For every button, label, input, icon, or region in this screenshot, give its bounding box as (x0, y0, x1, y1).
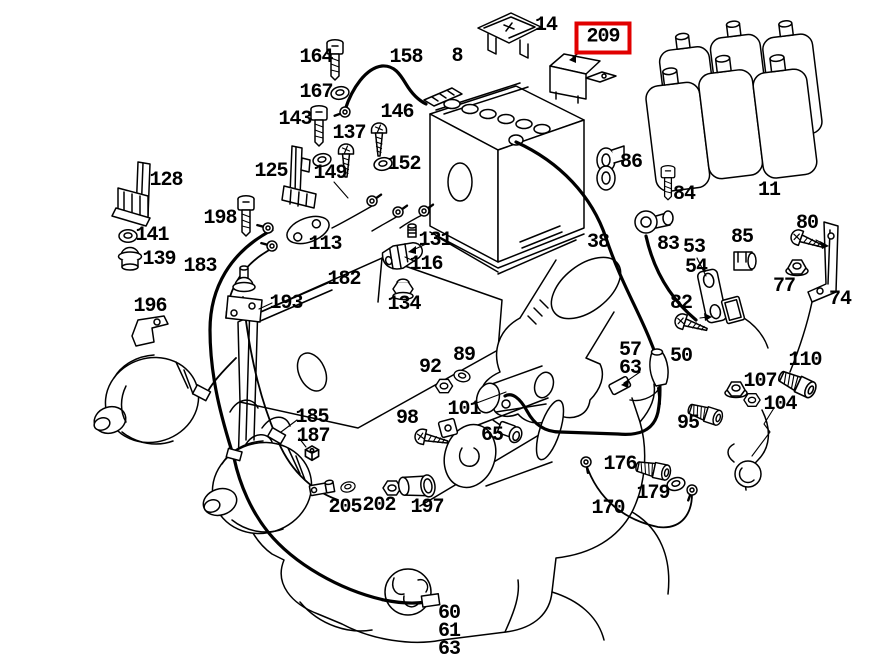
part-label-196: 196 (133, 295, 167, 318)
part-label-143: 143 (278, 108, 312, 131)
part-label-63: 63 (437, 638, 461, 661)
part-label-141: 141 (135, 224, 169, 247)
part-label-131: 131 (418, 229, 452, 252)
part-label-182: 182 (327, 268, 361, 291)
part-label-110: 110 (788, 349, 822, 372)
part-label-86: 86 (619, 151, 643, 174)
bracket-125-art (281, 145, 317, 209)
part-label-63: 63 (618, 357, 642, 380)
part-label-54: 54 (684, 256, 708, 279)
part-label-158: 158 (389, 46, 423, 69)
connector-box-art (720, 295, 746, 325)
pin-131-art (407, 223, 417, 238)
relay-art (549, 53, 617, 104)
part-label-116: 116 (409, 253, 443, 276)
part-label-98: 98 (395, 407, 419, 430)
part-label-128: 128 (149, 169, 183, 192)
engine-block-art (229, 256, 670, 644)
part-label-8: 8 (451, 45, 463, 68)
part-label-80: 80 (795, 212, 819, 235)
clip-85-art (733, 251, 757, 271)
part-label-101: 101 (447, 398, 481, 421)
part-label-146: 146 (380, 101, 414, 124)
part-label-60: 60 (437, 602, 461, 625)
part-label-95: 95 (676, 412, 700, 435)
terminal-cover-art (477, 12, 542, 59)
part-label-11: 11 (757, 179, 781, 202)
part-label-193: 193 (269, 292, 303, 315)
part-label-65: 65 (480, 424, 504, 447)
nut-101-art (437, 417, 459, 439)
part-label-14: 14 (534, 14, 558, 37)
part-label-113: 113 (308, 233, 342, 256)
terminal-205-art (308, 479, 336, 497)
bracket-128-art (111, 161, 151, 227)
part-label-38: 38 (586, 231, 610, 254)
part-label-50: 50 (669, 345, 693, 368)
part-label-134: 134 (387, 293, 421, 316)
part-label-149: 149 (313, 162, 347, 185)
part-label-89: 89 (452, 344, 476, 367)
part-label-164: 164 (299, 46, 333, 69)
part-label-92: 92 (418, 356, 442, 379)
plate-113-art (286, 215, 330, 245)
bracket-53-54-art (696, 268, 728, 324)
part-label-170: 170 (591, 497, 625, 520)
part-label-167: 167 (299, 81, 333, 104)
part-label-202: 202 (362, 494, 396, 517)
part-label-61: 61 (437, 620, 461, 643)
grommet-193-art (225, 265, 263, 323)
bracket-196-art (131, 315, 169, 347)
bracket-74-art (807, 221, 839, 303)
boot-50-art (649, 348, 669, 405)
part-label-107: 107 (743, 370, 777, 393)
part-label-85: 85 (730, 226, 754, 249)
engine-mount-art (727, 301, 813, 491)
part-label-74: 74 (828, 288, 852, 311)
part-label-137: 137 (332, 122, 366, 145)
part-label-139: 139 (142, 248, 176, 271)
elbow-197-art (397, 474, 436, 498)
part-label-152: 152 (387, 153, 421, 176)
battery-cell-pack-art (645, 20, 823, 192)
part-label-104: 104 (763, 393, 797, 416)
part-label-205: 205 (328, 496, 362, 519)
grommet-83-art (634, 210, 674, 234)
holder-86-art (596, 145, 625, 191)
part-label-197: 197 (410, 496, 444, 519)
part-label-84: 84 (672, 183, 696, 206)
connector-65-art (492, 419, 523, 444)
part-label-53: 53 (682, 236, 706, 259)
part-label-187: 187 (296, 425, 330, 448)
part-label-77: 77 (772, 275, 796, 298)
part-label-179: 179 (636, 482, 670, 505)
part-label-57: 57 (618, 339, 642, 362)
part-label-209-highlighted: 209 (574, 21, 632, 55)
part-label-198: 198 (203, 207, 237, 230)
battery-art (423, 82, 585, 275)
part-label-125: 125 (254, 160, 288, 183)
hardware-art (111, 39, 839, 504)
part-label-83: 83 (656, 233, 680, 256)
part-label-176: 176 (603, 453, 637, 476)
part-label-183: 183 (183, 255, 217, 278)
cable-tags-art (191, 384, 441, 608)
part-label-185: 185 (295, 406, 329, 429)
nut-134-art (392, 278, 414, 301)
part-label-82: 82 (669, 292, 693, 315)
